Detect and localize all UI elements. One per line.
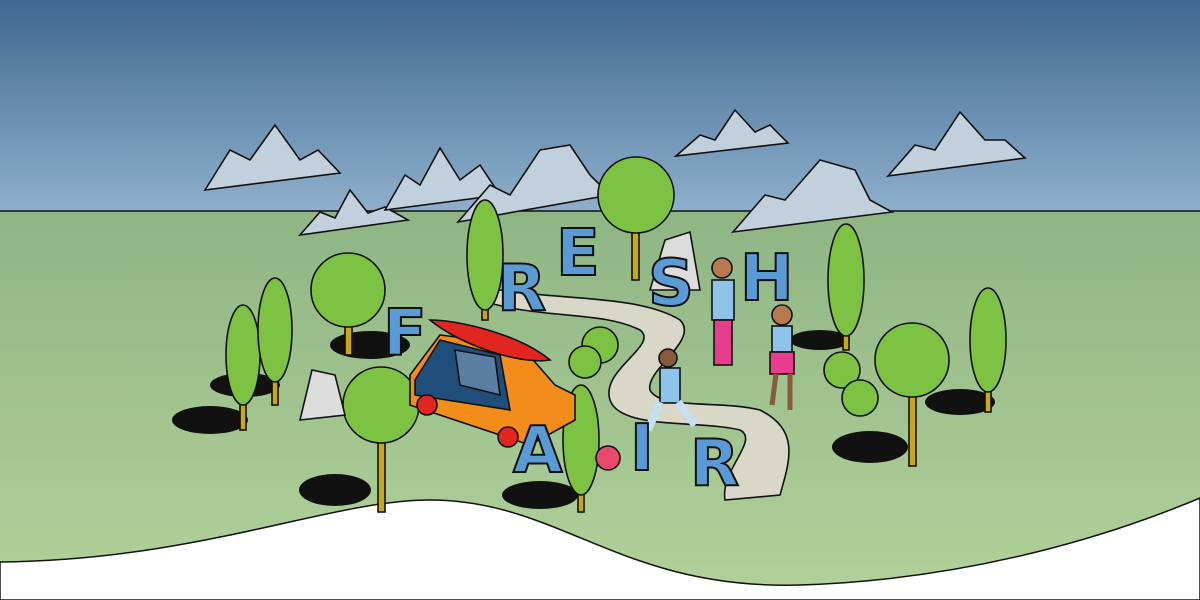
bush bbox=[823, 351, 879, 417]
tree bbox=[466, 199, 504, 321]
ground bbox=[0, 211, 1200, 600]
tree bbox=[827, 223, 865, 351]
rock bbox=[298, 369, 346, 421]
surfboard bbox=[427, 319, 552, 362]
beach-ball bbox=[595, 445, 621, 471]
tree bbox=[257, 277, 293, 406]
letter-s: S bbox=[648, 247, 694, 321]
person-standing bbox=[711, 257, 735, 366]
sky bbox=[0, 0, 1200, 212]
tree bbox=[310, 252, 386, 356]
car-wheel bbox=[497, 426, 519, 448]
tree bbox=[597, 156, 675, 281]
white-foreground-wave bbox=[0, 497, 1200, 600]
fresh-air-letters: F R E S H A I R bbox=[382, 216, 795, 502]
shadows bbox=[172, 330, 995, 509]
letter-f: F bbox=[383, 297, 427, 371]
tree bbox=[969, 287, 1007, 413]
clouds bbox=[203, 108, 1027, 237]
letter-i: I bbox=[630, 412, 654, 486]
letter-a: A bbox=[513, 414, 563, 488]
letter-r2: R bbox=[690, 427, 739, 501]
letter-h: H bbox=[740, 242, 794, 316]
person-waving bbox=[769, 304, 795, 410]
letter-e: E bbox=[556, 217, 600, 291]
bush bbox=[568, 326, 619, 379]
letter-r: R bbox=[497, 252, 546, 326]
car-wheel bbox=[416, 394, 438, 416]
trees bbox=[225, 156, 1007, 513]
tree bbox=[874, 322, 950, 467]
car bbox=[409, 319, 576, 448]
rock bbox=[648, 230, 701, 291]
gravel-path bbox=[477, 289, 790, 501]
person-running bbox=[644, 348, 699, 432]
tree bbox=[225, 304, 261, 431]
